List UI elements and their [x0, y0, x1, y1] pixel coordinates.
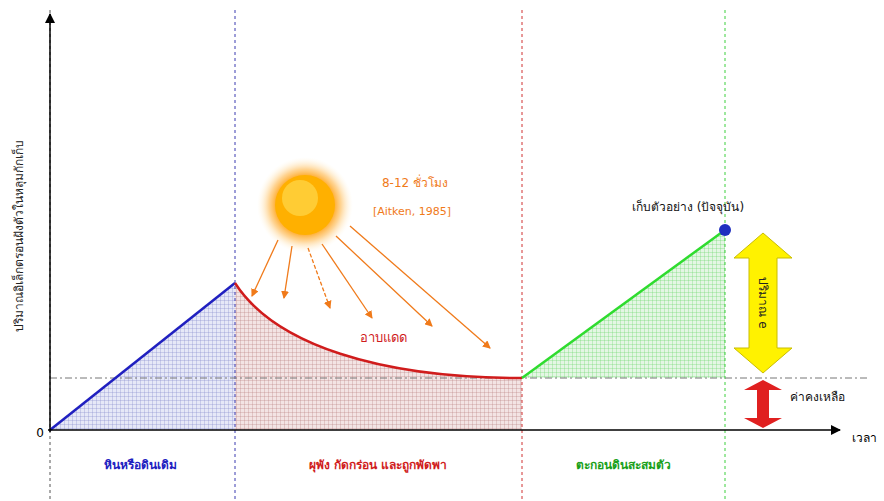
axis-origin: 0 — [36, 427, 44, 441]
stage-label: หินหรือดินเดิม — [104, 459, 177, 473]
axis-label: ปริมาณอิเล็กตรอนฝังตัวในหลุมกักเก็บ — [13, 140, 27, 332]
stage-label: ผุพัง กัดกร่อน และถูกพัดพา — [309, 459, 447, 473]
axis-label: เวลา — [852, 432, 877, 446]
stage-label: ตะกอนดินสะสมตัว — [576, 459, 671, 473]
residual-label: ค่าคงเหลือ — [790, 391, 845, 405]
sample-label: เก็บตัวอย่าง (ปัจจุบัน) — [632, 201, 744, 215]
curve-label: อาบแดด — [360, 331, 407, 346]
duration-note: 8-12 ชั่วโมง — [382, 177, 448, 191]
quantity-label: ปริมาณ e — [754, 277, 773, 328]
quantity-arrow: ปริมาณ e — [733, 232, 793, 374]
citation: [Aitken, 1985] — [373, 206, 451, 219]
